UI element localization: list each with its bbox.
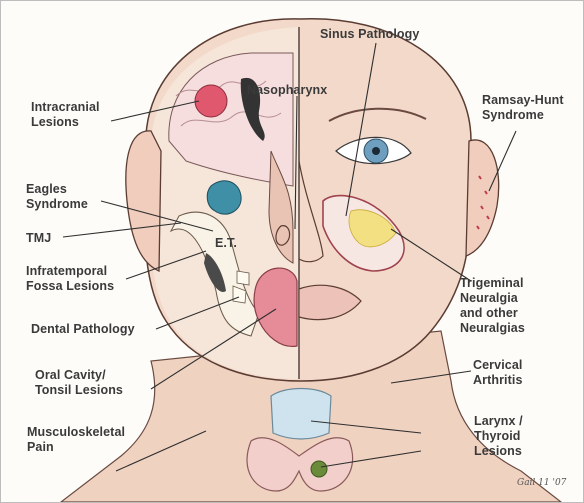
label-ramsay-hunt: Ramsay-Hunt Syndrome <box>482 93 564 123</box>
label-et: E.T. <box>215 236 237 251</box>
label-sinus-pathology: Sinus Pathology <box>320 27 419 42</box>
label-dental-pathology: Dental Pathology <box>31 322 135 337</box>
label-oral-cavity: Oral Cavity/ Tonsil Lesions <box>35 368 123 398</box>
label-infratemporal: Infratemporal Fossa Lesions <box>26 264 114 294</box>
ear-mass <box>207 181 241 214</box>
right-pupil <box>372 147 380 155</box>
thyroid-lesion <box>311 461 327 477</box>
label-tmj: TMJ <box>26 231 51 246</box>
label-larynx-thyroid: Larynx / Thyroid Lesions <box>474 414 523 459</box>
label-cervical-arthritis: Cervical Arthritis <box>473 358 523 388</box>
label-intracranial-lesions: Intracranial Lesions <box>31 100 100 130</box>
artist-signature: Gail 11 '07 <box>517 478 566 488</box>
label-trigeminal: Trigeminal Neuralgia and other Neuralgia… <box>460 276 525 336</box>
label-eagles-syndrome: Eagles Syndrome <box>26 182 88 212</box>
intracranial-lesion <box>195 85 227 117</box>
label-musculoskeletal: Musculoskeletal Pain <box>27 425 125 455</box>
label-nasopharynx: Nasopharynx <box>247 83 327 98</box>
larynx <box>271 389 331 440</box>
left-ear <box>126 131 161 271</box>
right-ear <box>466 140 499 256</box>
